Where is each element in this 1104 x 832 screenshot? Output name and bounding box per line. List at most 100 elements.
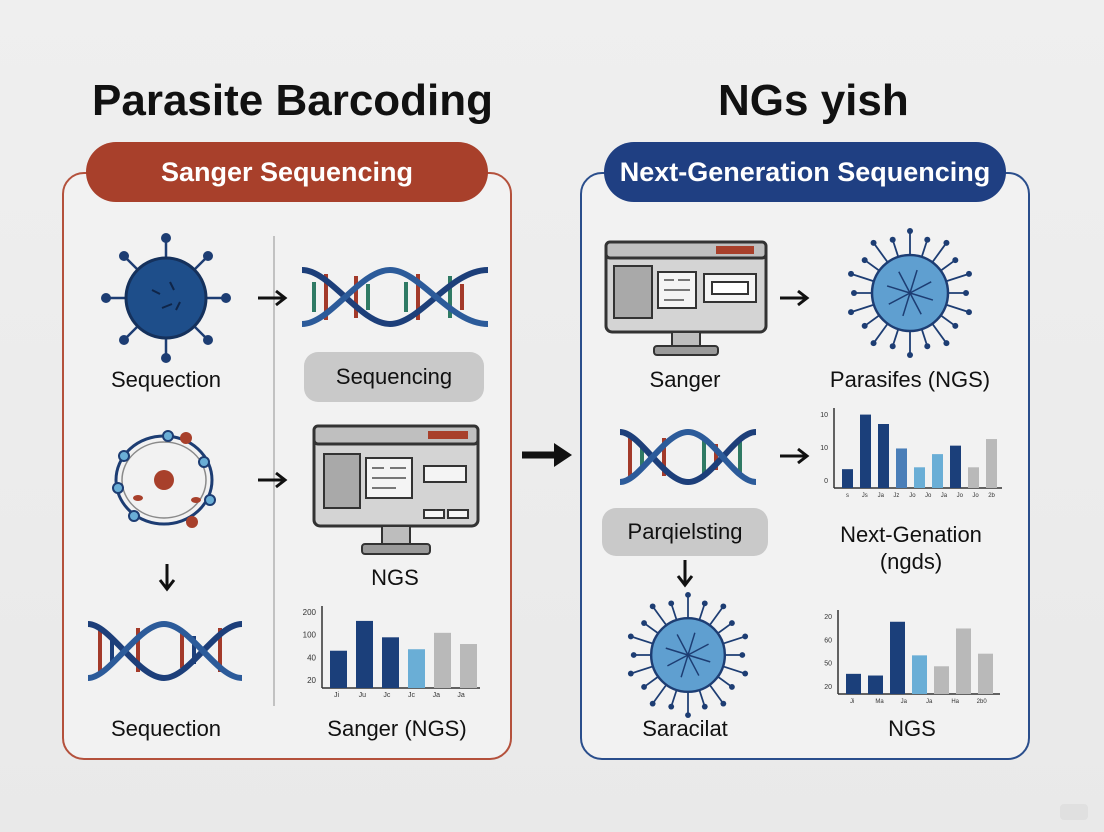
chart-top-label-line2: (ngds) [879,549,943,574]
parasite-spike-tip [907,352,913,358]
parasite-spike-tip [668,703,675,710]
parasite-inner-line [909,269,918,294]
parasite-spike-tip [701,600,708,607]
x-tick-label: Ja [926,699,933,705]
parasite-spike-tip [952,322,959,329]
chart-bottom-label: NGS [888,716,936,741]
y-tick-label: 100 [303,631,317,640]
y-tick-label: 40 [307,653,316,662]
parasite-spike-tip [889,236,896,243]
arrow-right-icon [522,443,572,467]
parasite-spike-tip [685,591,691,598]
parasite-inner-line [898,271,911,294]
parasite-icon [627,591,749,719]
panel-divider [273,236,275,706]
computer-label: NGS [371,565,419,590]
parasite-inner-line [687,654,711,663]
bar [878,424,889,488]
parasite-spike-tip [848,270,855,277]
x-tick-label: 2b0 [977,699,988,705]
parasite-spike-tip [952,257,959,264]
bar [842,469,853,488]
parasite-spike-tip [685,712,691,719]
x-tick-label: Jo [957,493,964,499]
arrow-down-icon [158,564,176,592]
parasite-spike-tip [627,633,634,640]
parasite-spike-tip [965,309,972,316]
parasite-spike-tip [965,270,972,277]
parasite-inner-line [902,292,911,317]
sanger-header-pill: Sanger Sequencing [86,142,488,202]
bar [356,620,373,688]
arrow-right-icon [780,447,810,465]
y-tick-label: 10 [820,445,828,452]
parasite-spike-tip [701,703,708,710]
y-tick-label: 10 [820,412,828,419]
bar [846,673,861,694]
x-tick-label: Ji [850,699,854,705]
ngs-header-pill: Next-Generation Sequencing [604,142,1006,202]
parasite-spike-tip [742,670,749,677]
bar [968,467,979,488]
x-tick-label: Ma [875,699,884,705]
cell-icon [112,430,216,528]
y-tick-label: 200 [303,608,317,617]
arrow-right-icon [258,471,288,489]
computer-label: Sanger [649,367,721,392]
bar [932,454,943,488]
parasite-spike-tip [627,670,634,677]
chart-label: Sanger (NGS) [327,716,467,741]
parasite-spike-tip [641,684,647,690]
y-tick-label: 20 [307,676,316,685]
bar [868,675,883,694]
y-tick-label: 50 [824,661,832,668]
dna-helix-icon [87,620,243,682]
parasite-spike-tip [870,239,877,246]
virus-icon [101,233,231,363]
parasite-spike-tip [742,633,749,640]
x-tick-label: Ja [457,692,465,699]
bar [896,448,907,488]
parasite-spike-tip [729,620,735,626]
title-right: NGs уish [718,76,909,125]
bar [914,467,925,488]
bar [860,414,871,488]
parasite-inner-line [687,654,700,676]
x-tick-label: Ja [433,692,441,699]
parasite-spike-tip [649,603,656,610]
parasite-spike-tip [963,290,969,296]
parasite-spike-tip [720,603,727,610]
parasite-spike-tip [907,228,913,234]
x-tick-label: Ji [334,692,340,699]
parqielsting-pill: Parqielsting [602,508,768,556]
parasite-spike-tip [641,620,647,626]
bar [330,650,347,688]
parasite-spike-tip [630,652,637,658]
parasite-inner-line [909,292,922,315]
chart-top-label-line1: Next-Genation [840,522,982,547]
parasite-spike-tip [848,309,855,316]
x-tick-label: Jz [893,493,899,499]
title-left: Parasite Barcoding [92,76,494,125]
parasite-inner-line [680,654,689,678]
parasite-inner-line [687,643,709,656]
x-tick-label: Jo [972,493,979,499]
bar [890,621,905,694]
x-tick-label: Ja [941,493,948,499]
parasite-inner-line [909,292,934,301]
parasite-label: Parasifes (NGS) [829,367,991,392]
virus-label: Sequection [110,367,222,392]
parasite-spike-tip [720,700,727,707]
x-tick-label: 2b [988,493,995,499]
bar [950,445,961,488]
parasite-spike-tip [649,700,656,707]
parasite-inner-line [676,634,689,656]
parasite-inner-line [909,281,932,294]
parasite-spike-tip [889,343,896,350]
arrow-down-icon [676,560,694,588]
parasite-spike-tip [861,322,868,329]
parasite-spike-tip [870,340,877,347]
